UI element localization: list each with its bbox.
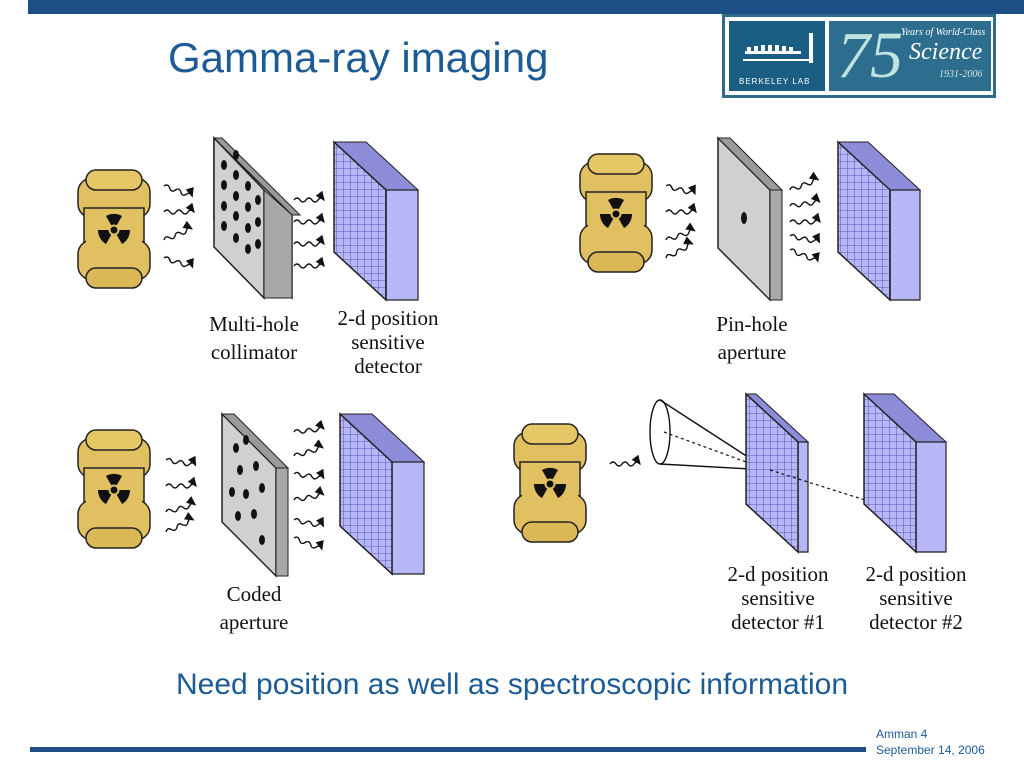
logo-lab-text: BERKELEY LAB <box>739 77 811 86</box>
detector-a <box>332 140 420 302</box>
top-bar <box>28 0 1024 14</box>
gamma-rays-1 <box>163 184 194 269</box>
detector-b <box>836 140 922 302</box>
gamma-rays-3 <box>165 458 196 534</box>
logo-years-range: 1931-2006 <box>939 69 983 80</box>
label-line: collimator <box>210 340 298 364</box>
scatter-path <box>769 469 885 507</box>
label-multi-hole-collimator: Multi-hole collimator <box>196 312 312 364</box>
label-line: detector <box>354 354 422 378</box>
logo-lab-panel: BERKELEY LAB <box>729 21 825 91</box>
detector-1 <box>744 392 810 554</box>
gamma-ray-4 <box>610 462 640 466</box>
label-detector-2: 2-d position sensitive detector #2 <box>850 562 982 634</box>
logo-science-text: Science <box>909 39 983 65</box>
multi-hole-collimator <box>212 136 302 300</box>
collimated-rays-1 <box>294 198 324 268</box>
detector-2 <box>862 392 948 554</box>
footer-date: September 14, 2006 <box>876 743 985 757</box>
gamma-rays-2 <box>665 184 696 260</box>
label-line: sensitive <box>879 586 953 610</box>
label-line: Multi-hole <box>209 312 299 336</box>
radioactive-source-2 <box>579 153 653 273</box>
label-pinhole-aperture: Pin-hole aperture <box>694 312 810 364</box>
label-detector-a: 2-d position sensitive detector <box>322 306 454 378</box>
radioactive-source-3 <box>77 429 151 549</box>
slide-caption: Need position as well as spectroscopic i… <box>176 668 848 701</box>
radioactive-source-1 <box>77 169 151 289</box>
logo-years-text: Years of World-Class <box>901 27 986 38</box>
label-line: Coded <box>226 582 282 606</box>
label-line: sensitive <box>351 330 425 354</box>
label-line: aperture <box>219 610 289 634</box>
label-detector-1: 2-d position sensitive detector #1 <box>712 562 844 634</box>
label-line: aperture <box>717 340 787 364</box>
logo-75: 75 <box>837 19 903 92</box>
lab-building-icon <box>743 33 813 63</box>
panel-pinhole <box>579 136 922 302</box>
footer-author: Amman 4 <box>876 727 928 741</box>
label-line: detector #1 <box>731 610 825 634</box>
multiplexed-rays-3 <box>293 427 324 551</box>
slide-footer: Amman 4 September 14, 2006 <box>876 726 985 758</box>
logo-anniversary-panel <box>829 21 991 91</box>
detector-c <box>338 412 426 576</box>
slide-title: Gamma-ray imaging <box>168 34 549 81</box>
panel-multi-hole <box>77 136 420 302</box>
diverging-rays-2 <box>789 178 820 263</box>
label-line: 2-d position <box>337 306 439 330</box>
radioactive-source-4 <box>513 423 587 543</box>
bottom-bar <box>30 747 866 752</box>
label-line: detector #2 <box>869 610 963 634</box>
berkeley-lab-logo: BERKELEY LAB 75 Years of World-Class Sci… <box>722 14 996 98</box>
label-line: 2-d position <box>727 562 829 586</box>
label-line: 2-d position <box>865 562 967 586</box>
pinhole-aperture <box>716 136 784 302</box>
coded-aperture <box>220 412 290 578</box>
label-line: Pin-hole <box>716 312 788 336</box>
panel-coded <box>77 412 426 578</box>
label-line: sensitive <box>741 586 815 610</box>
panel-compton <box>513 392 948 554</box>
label-coded-aperture: Coded aperture <box>196 582 312 634</box>
